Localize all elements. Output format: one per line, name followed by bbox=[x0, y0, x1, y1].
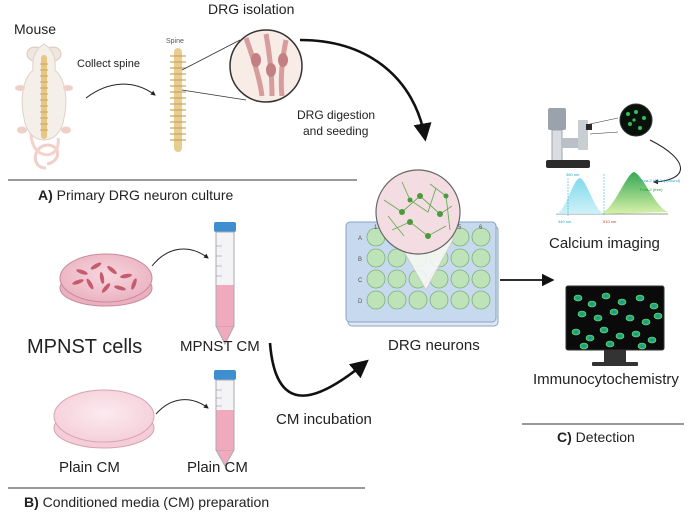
plate-well bbox=[366, 290, 386, 310]
cell-nucleus bbox=[640, 344, 644, 348]
drg-digestion-line2: and seeding bbox=[303, 124, 369, 138]
plate-well bbox=[471, 248, 491, 268]
plate-well bbox=[471, 227, 491, 247]
calcium-imaging-label: Calcium imaging bbox=[549, 235, 660, 252]
plate-row-label: D bbox=[358, 299, 363, 305]
cell-nucleus bbox=[634, 332, 638, 336]
cell-nucleus bbox=[596, 316, 600, 320]
plain-cm-tube-label: Plain CM bbox=[187, 459, 248, 476]
collect-spine-label: Collect spine bbox=[77, 58, 140, 70]
spine-label: Spine bbox=[166, 38, 184, 45]
cell-nucleus bbox=[656, 314, 660, 318]
arrow-mpnst-to-tube bbox=[151, 248, 209, 267]
plate-well bbox=[387, 290, 407, 310]
petri-dish-plain bbox=[53, 389, 155, 449]
zoom-line bbox=[181, 39, 241, 71]
cell-nucleus bbox=[582, 344, 586, 348]
plate-well bbox=[429, 290, 449, 310]
cell-nucleus bbox=[588, 336, 592, 340]
plate-well bbox=[408, 290, 428, 310]
plate-well bbox=[450, 248, 470, 268]
plate-well bbox=[450, 269, 470, 289]
cell-nucleus bbox=[576, 296, 580, 300]
plate-well bbox=[387, 269, 407, 289]
plate-col-label: 6 bbox=[479, 225, 483, 231]
mpnst-cm-label: MPNST CM bbox=[180, 338, 260, 355]
fluorescence-spectrum bbox=[556, 172, 668, 216]
arrow-collect-spine bbox=[85, 83, 156, 99]
plate-well bbox=[366, 269, 386, 289]
spine-illustration bbox=[170, 48, 186, 152]
cell-nucleus bbox=[580, 312, 584, 316]
cell-nucleus bbox=[590, 302, 594, 306]
plate-col-label: 5 bbox=[458, 225, 462, 231]
petri-dish-mpnst bbox=[59, 253, 153, 307]
drg-digestion-line1: DRG digestion bbox=[297, 108, 376, 122]
tube-plain bbox=[214, 370, 236, 468]
arrow-plain-to-tube bbox=[155, 399, 209, 415]
zoom-line bbox=[181, 89, 247, 101]
plate-well bbox=[471, 269, 491, 289]
mouse-label: Mouse bbox=[14, 21, 57, 37]
section-c-letter: C) bbox=[557, 429, 572, 445]
microscope bbox=[546, 103, 653, 168]
plate-row-label: C bbox=[358, 278, 363, 284]
drg-magnifier bbox=[229, 29, 303, 103]
arrow-microscope-to-spectrum bbox=[649, 139, 681, 185]
arrow-cm-incubation bbox=[268, 342, 369, 397]
cell-nucleus bbox=[608, 342, 612, 346]
neuron-magnifier bbox=[375, 169, 461, 292]
plate-well bbox=[450, 290, 470, 310]
section-a-letter: A) bbox=[38, 187, 53, 203]
spectrum-legend-2: Fura-2 (free) bbox=[640, 187, 663, 192]
section-a-title: Primary DRG neuron culture bbox=[56, 187, 234, 203]
section-c-heading: C) Detection bbox=[557, 429, 635, 445]
plate-well bbox=[366, 248, 386, 268]
section-b-title: Conditioned media (CM) preparation bbox=[42, 494, 270, 510]
cell-nucleus bbox=[602, 328, 606, 332]
section-b-heading: B) Conditioned media (CM) preparation bbox=[24, 494, 269, 510]
cell-nucleus bbox=[652, 304, 656, 308]
plain-cm-dish-label: Plain CM bbox=[59, 459, 120, 476]
mouse-illustration bbox=[15, 43, 73, 170]
cell-nucleus bbox=[638, 296, 642, 300]
spectrum-left-peak: 380 nm bbox=[566, 172, 580, 177]
cell-nucleus bbox=[604, 294, 608, 298]
immunocytochemistry-label: Immunocytochemistry bbox=[533, 371, 679, 388]
cell-nucleus bbox=[650, 338, 654, 342]
plate-well bbox=[471, 290, 491, 310]
cell-nucleus bbox=[618, 334, 622, 338]
plate-row-label: B bbox=[358, 257, 362, 263]
spectrum-legend-1: Fura-2 (Ca2+) (bound) bbox=[640, 178, 681, 183]
drg-isolation-label: DRG isolation bbox=[208, 1, 295, 17]
section-c-title: Detection bbox=[575, 429, 635, 445]
cell-nucleus bbox=[574, 330, 578, 334]
cell-nucleus bbox=[628, 316, 632, 320]
cell-nucleus bbox=[620, 300, 624, 304]
spectrum-x-left: 340 nm bbox=[558, 219, 572, 224]
cell-nucleus bbox=[612, 310, 616, 314]
spectrum-right-peak: 510 nm bbox=[603, 219, 617, 224]
mpnst-cells-label: MPNST cells bbox=[27, 336, 143, 358]
section-a-heading: A) Primary DRG neuron culture bbox=[38, 187, 233, 203]
drg-neurons-label: DRG neurons bbox=[388, 337, 480, 354]
plate-row-label: A bbox=[358, 236, 362, 242]
monitor bbox=[565, 285, 665, 366]
tube-mpnst bbox=[214, 222, 236, 346]
arrow-drg-digestion bbox=[299, 38, 432, 142]
plate-col-label: 1 bbox=[374, 225, 378, 231]
cell-nucleus bbox=[644, 320, 648, 324]
cm-incubation-label: CM incubation bbox=[276, 411, 372, 428]
section-b-letter: B) bbox=[24, 494, 39, 510]
